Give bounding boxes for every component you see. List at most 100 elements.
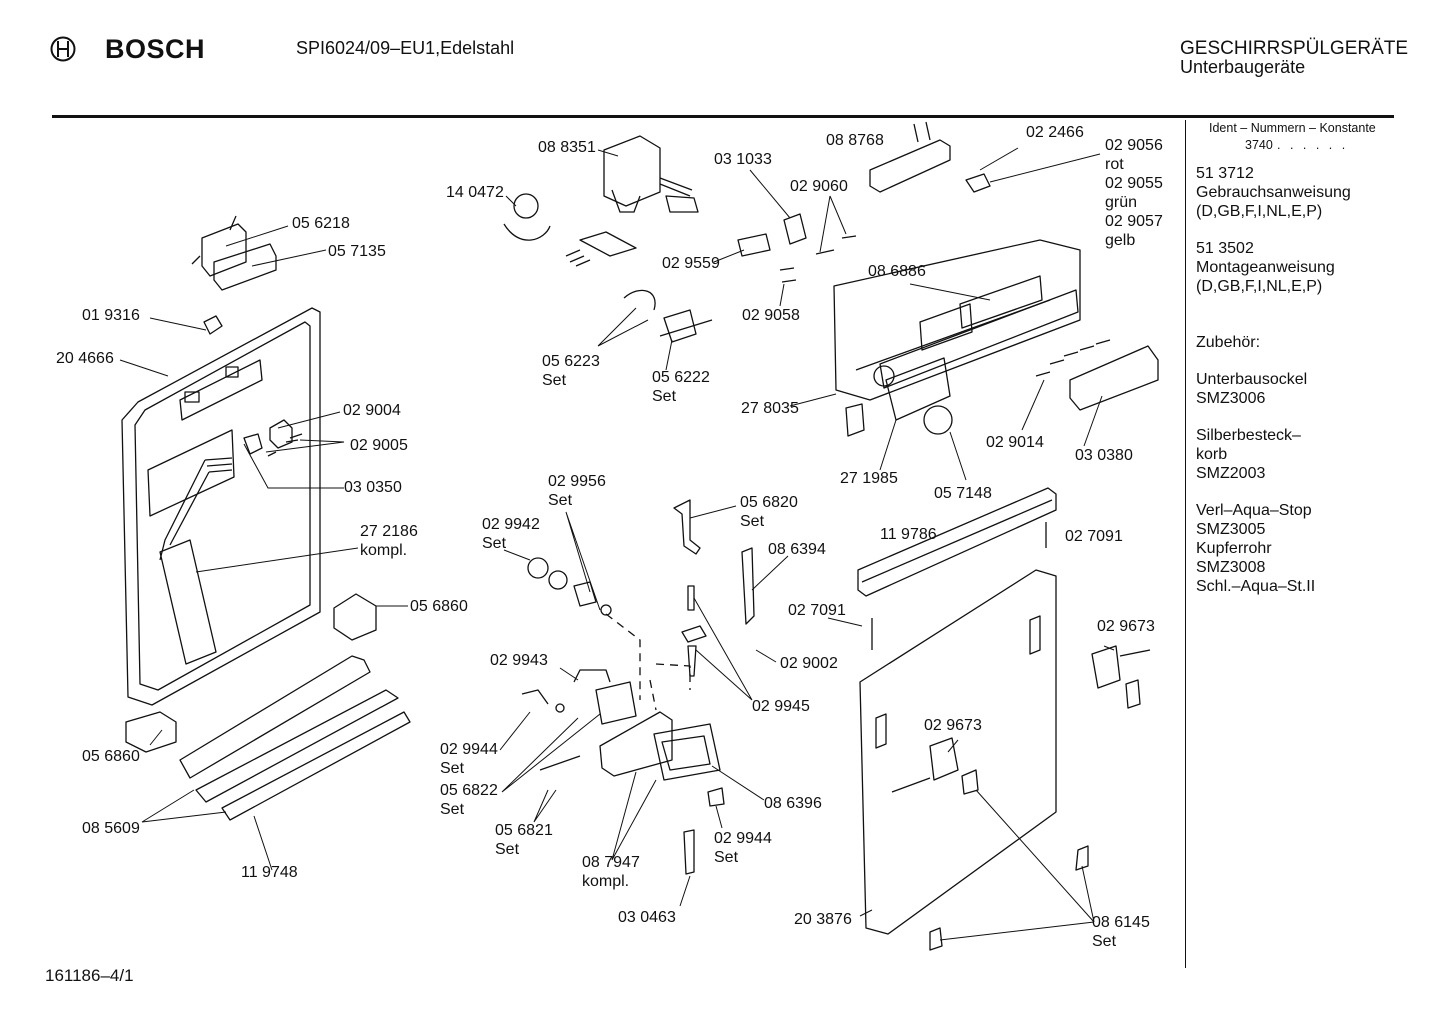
ident-constant: 3740 — [1245, 138, 1273, 152]
part-label-029956-note: Set — [548, 492, 573, 509]
part-label-029060: 02 9060 — [790, 178, 848, 195]
part-label-056821-note: Set — [495, 841, 520, 858]
door-panel-drawing — [121, 307, 321, 706]
accessory-line: SMZ3008 — [1196, 559, 1266, 576]
part-label-022466: 02 2466 — [1026, 124, 1084, 141]
doc-langs-513712: (D,GB,F,I,NL,E,P) — [1196, 203, 1323, 220]
part-label-056222-note: Set — [652, 388, 677, 405]
part-label-056860-a: 05 6860 — [410, 598, 468, 615]
part-label-087947: 08 7947 — [582, 854, 640, 871]
doc-code-513502: 51 3502 — [1196, 240, 1254, 257]
part-label-056820: 05 6820 — [740, 494, 798, 511]
accessory-line: SMZ2003 — [1196, 465, 1266, 482]
part-label-086394: 08 6394 — [768, 541, 826, 558]
part-label-029673-a: 02 9673 — [1097, 618, 1155, 635]
part-label-056860-b: 05 6860 — [82, 748, 140, 765]
part-label-027091-b: 02 7091 — [1065, 528, 1123, 545]
doc-code-513712: 51 3712 — [1196, 165, 1254, 182]
category-subtitle: Unterbaugeräte — [1180, 57, 1306, 77]
part-label-029944-b: 02 9944 — [714, 830, 772, 847]
part-label-088351: 08 8351 — [538, 139, 596, 156]
accessory-line: Unterbausockel — [1196, 371, 1308, 388]
part-label-088768: 08 8768 — [826, 132, 884, 149]
part-label-019316: 01 9316 — [82, 307, 140, 324]
part-label-029055-color: grün — [1105, 194, 1138, 211]
part-label-056822: 05 6822 — [440, 782, 498, 799]
front-strip-drawing — [159, 539, 217, 665]
part-label-204666: 20 4666 — [56, 350, 114, 367]
ident-dots: . . . . . . — [1277, 138, 1349, 152]
part-label-119786: 11 9786 — [880, 526, 937, 543]
part-label-030350: 03 0350 — [344, 479, 402, 496]
part-label-029945: 02 9945 — [752, 698, 810, 715]
door-latch-drawing — [191, 215, 277, 335]
accessory-line: korb — [1196, 446, 1228, 463]
control-panel-drawing — [833, 239, 1081, 437]
header-divider — [52, 115, 1394, 118]
part-label-056223-note: Set — [542, 372, 567, 389]
rail-drawing — [179, 655, 371, 779]
doc-langs-513502: (D,GB,F,I,NL,E,P) — [1196, 278, 1323, 295]
accessories-title: Zubehör: — [1196, 334, 1261, 351]
part-label-029004: 02 9004 — [343, 402, 401, 419]
part-label-029673-b: 02 9673 — [924, 717, 982, 734]
category-title: GESCHIRRSPÜLGERÄTE — [1180, 38, 1409, 59]
outer-door-drawing — [859, 569, 1057, 935]
part-label-029057-color: gelb — [1105, 232, 1136, 249]
part-label-029559: 02 9559 — [662, 255, 720, 272]
part-label-029943: 02 9943 — [490, 652, 548, 669]
part-label-278035: 27 8035 — [741, 400, 799, 417]
switch-parts-drawing — [243, 419, 303, 457]
part-label-029056: 02 9056 — [1105, 137, 1163, 154]
part-label-085609: 08 5609 — [82, 820, 140, 837]
part-label-029055: 02 9055 — [1105, 175, 1163, 192]
part-label-272186: 27 2186 — [360, 523, 418, 540]
part-label-030380: 03 0380 — [1075, 447, 1133, 464]
part-label-056218: 05 6218 — [292, 215, 350, 232]
accessory-line: SMZ3005 — [1196, 521, 1266, 538]
drawing-number: 161186–4/1 — [45, 966, 134, 985]
part-label-031033: 03 1033 — [714, 151, 772, 168]
part-label-030463: 03 0463 — [618, 909, 676, 926]
part-label-029944-a-note: Set — [440, 760, 465, 777]
part-label-029956: 02 9956 — [548, 473, 606, 490]
part-label-057135: 05 7135 — [328, 243, 386, 260]
accessory-line: Kupferrohr — [1196, 540, 1272, 557]
part-label-272186-note: kompl. — [360, 542, 408, 559]
part-label-029944-a: 02 9944 — [440, 741, 498, 758]
part-label-029057: 02 9057 — [1105, 213, 1163, 230]
part-label-056222: 05 6222 — [652, 369, 710, 386]
part-label-119748: 11 9748 — [241, 864, 298, 881]
part-label-029014: 02 9014 — [986, 434, 1044, 451]
part-label-029942: 02 9942 — [482, 516, 540, 533]
part-label-056820-note: Set — [740, 513, 765, 530]
part-label-086145-note: Set — [1092, 933, 1117, 950]
part-label-027091-a: 02 7091 — [788, 602, 846, 619]
dispenser-drawing — [521, 557, 725, 875]
accessory-line: Schl.–Aqua–St.II — [1196, 578, 1316, 595]
part-label-086886: 08 6886 — [868, 263, 926, 280]
exploded-parts-diagram — [119, 121, 1159, 951]
accessory-line: SMZ3006 — [1196, 390, 1266, 407]
part-label-271985: 27 1985 — [840, 470, 898, 487]
part-label-087947-note: kompl. — [582, 873, 630, 890]
doc-title-513712: Gebrauchsanweisung — [1196, 184, 1351, 201]
part-label-029058: 02 9058 — [742, 307, 800, 324]
part-label-029056-color: rot — [1105, 156, 1124, 173]
part-label-056223: 05 6223 — [542, 353, 600, 370]
model-number: SPI6024/09–EU1,Edelstahl — [296, 38, 515, 58]
accessory-line: Silberbesteck– — [1196, 427, 1301, 444]
part-label-086145: 08 6145 — [1092, 914, 1150, 931]
part-label-086396: 08 6396 — [764, 795, 822, 812]
part-label-056822-note: Set — [440, 801, 465, 818]
brand-name: BOSCH — [105, 34, 206, 64]
part-label-029005: 02 9005 — [350, 437, 408, 454]
bosch-armature-logo-icon — [50, 36, 76, 62]
part-label-203876: 20 3876 — [794, 911, 852, 928]
timer-drawing — [503, 135, 699, 267]
sidebar-divider — [1185, 120, 1186, 968]
part-label-029942-note: Set — [482, 535, 507, 552]
ident-header: Ident – Nummern – Konstante — [1209, 121, 1376, 135]
part-label-057148: 05 7148 — [934, 485, 992, 502]
part-label-029944-b-note: Set — [714, 849, 739, 866]
